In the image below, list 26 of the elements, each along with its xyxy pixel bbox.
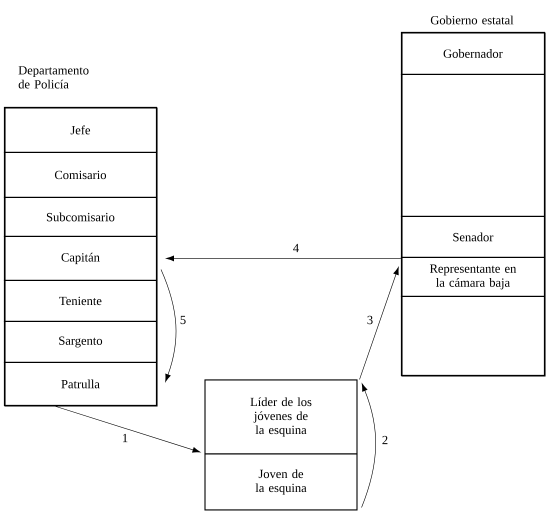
rank-box: Senador (400, 216, 545, 258)
edge-label: 4 (293, 244, 299, 252)
empty-box (400, 74, 545, 217)
rank-box: Subcomisario (4, 196, 157, 237)
arrow (160, 269, 176, 382)
rank-box: Comisario (4, 152, 157, 198)
edge-label: 5 (180, 316, 186, 324)
arrow (54, 406, 200, 453)
rank-box: Capitán (4, 236, 157, 281)
arrow (361, 383, 376, 508)
rank-box: Gobernador (400, 32, 545, 75)
rank-box: Representante en la cámara baja (400, 256, 545, 297)
node-label: Departamento de Policía (18, 66, 89, 89)
rank-box: Teniente (4, 280, 157, 322)
empty-box (400, 296, 545, 376)
arrow (359, 266, 399, 380)
rank-box: Líder de los jóvenes de la esquina (204, 379, 358, 455)
rank-box: Patrulla (4, 362, 157, 406)
rank-box: Joven de la esquina (204, 453, 358, 511)
edge-label: 2 (382, 436, 388, 444)
edge-label: 1 (122, 434, 128, 442)
arrow (166, 256, 402, 262)
edge-label: 3 (367, 316, 373, 324)
rank-box: Jefe (4, 106, 157, 153)
node-label: Gobierno estatal (430, 16, 514, 24)
rank-box: Sargento (4, 320, 157, 363)
